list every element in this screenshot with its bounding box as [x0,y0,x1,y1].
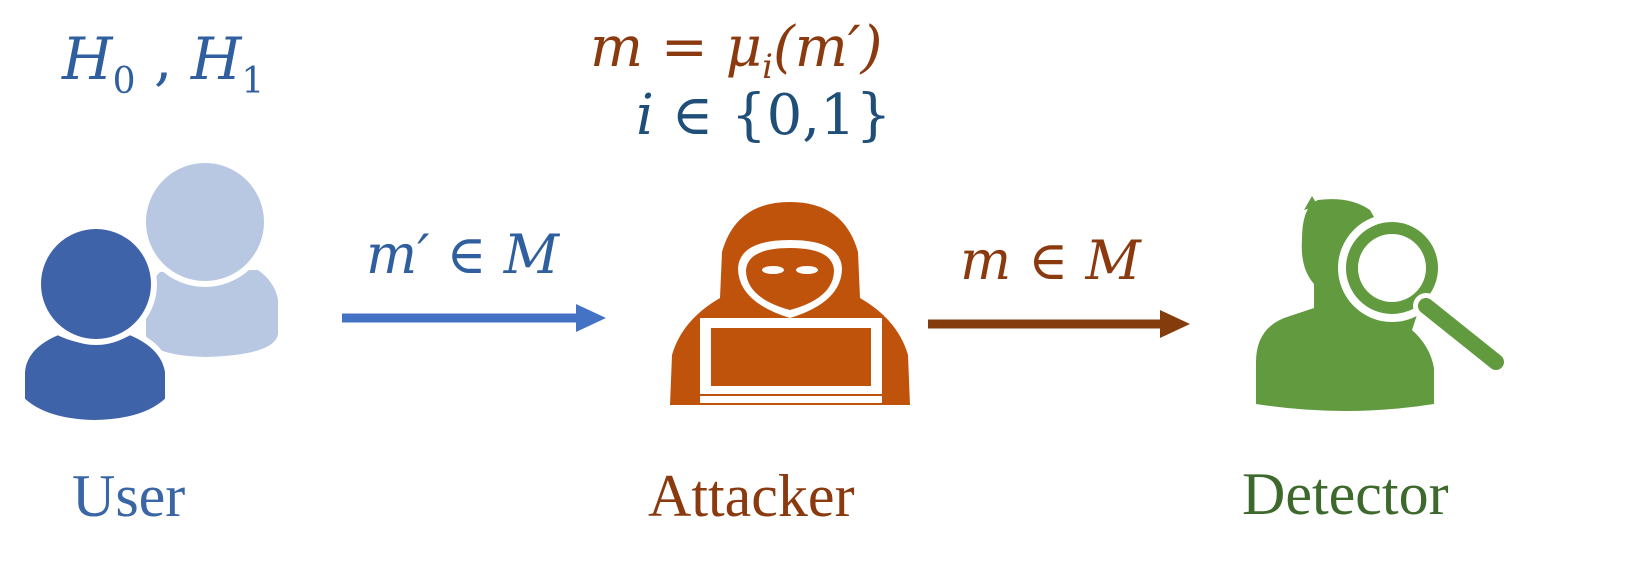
detective-icon [1256,196,1509,411]
edge-label-user-attacker: m′ ∈ M [366,223,560,286]
user-front-icon [19,223,171,427]
formula-lhs: m [590,15,644,80]
edge-label-attacker-detector: m ∈ M [960,229,1141,292]
formula-equals: = [660,15,708,80]
hypotheses-separator: , [153,25,173,93]
arrow-attacker-to-detector [928,310,1190,338]
formula-index-set: {0,1} [731,83,892,148]
user-back-icon [140,157,278,357]
hypotheses-label: H0 , H1 [62,30,264,100]
formula-mu-subscript: i [762,47,773,87]
formula-argument: (m′) [772,15,883,80]
formula-mu: μ [725,15,763,80]
h1-subscript: 1 [241,61,265,102]
hacker-icon [670,202,910,405]
user-label: User [72,463,186,529]
arrow-user-to-attacker [342,304,606,332]
attack-formula-line1: m = μi(m′) [590,20,882,87]
attacker-label: Attacker [648,463,855,529]
formula-element-of: ∈ [671,83,714,148]
attack-formula-line2: i ∈ {0,1} [636,88,891,144]
detector-label: Detector [1242,461,1449,527]
users-icon [19,157,278,427]
h0-subscript: 0 [112,61,136,102]
h1-letter: H [190,25,242,93]
formula-index-var: i [636,83,654,148]
h0-letter: H [62,25,113,93]
